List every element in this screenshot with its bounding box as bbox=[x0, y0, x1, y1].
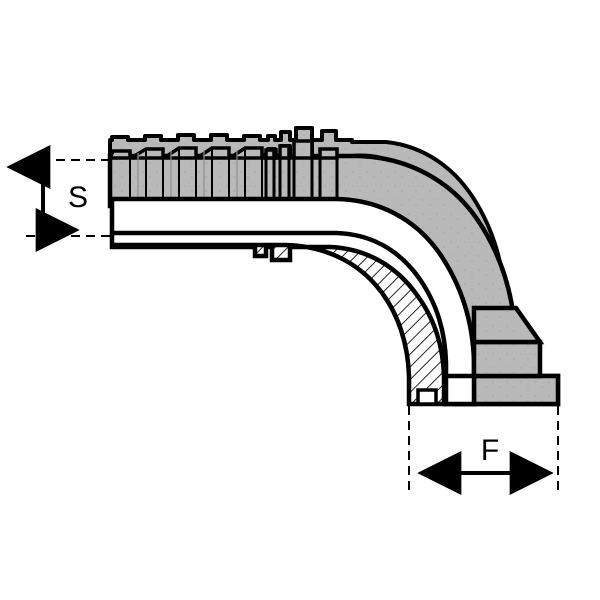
barb-teeth-group bbox=[107, 146, 278, 206]
dimension-S-group: S bbox=[6, 145, 114, 252]
flange-upper-taper bbox=[471, 305, 545, 345]
barb-tooth-shading bbox=[137, 150, 238, 204]
bore-flange-opening bbox=[443, 373, 477, 407]
dimension-F-group: F bbox=[408, 406, 559, 495]
dimension-label-f: F bbox=[481, 434, 499, 467]
dimension-label-s: S bbox=[68, 181, 88, 214]
barb-tooth-dividers bbox=[129, 149, 263, 206]
flange-mid-step bbox=[471, 339, 543, 379]
flange-face-plate bbox=[471, 373, 561, 407]
flange-foot-notch bbox=[416, 388, 438, 406]
inner-sectioned-wall bbox=[109, 233, 447, 407]
fitting-assembly bbox=[107, 139, 561, 407]
